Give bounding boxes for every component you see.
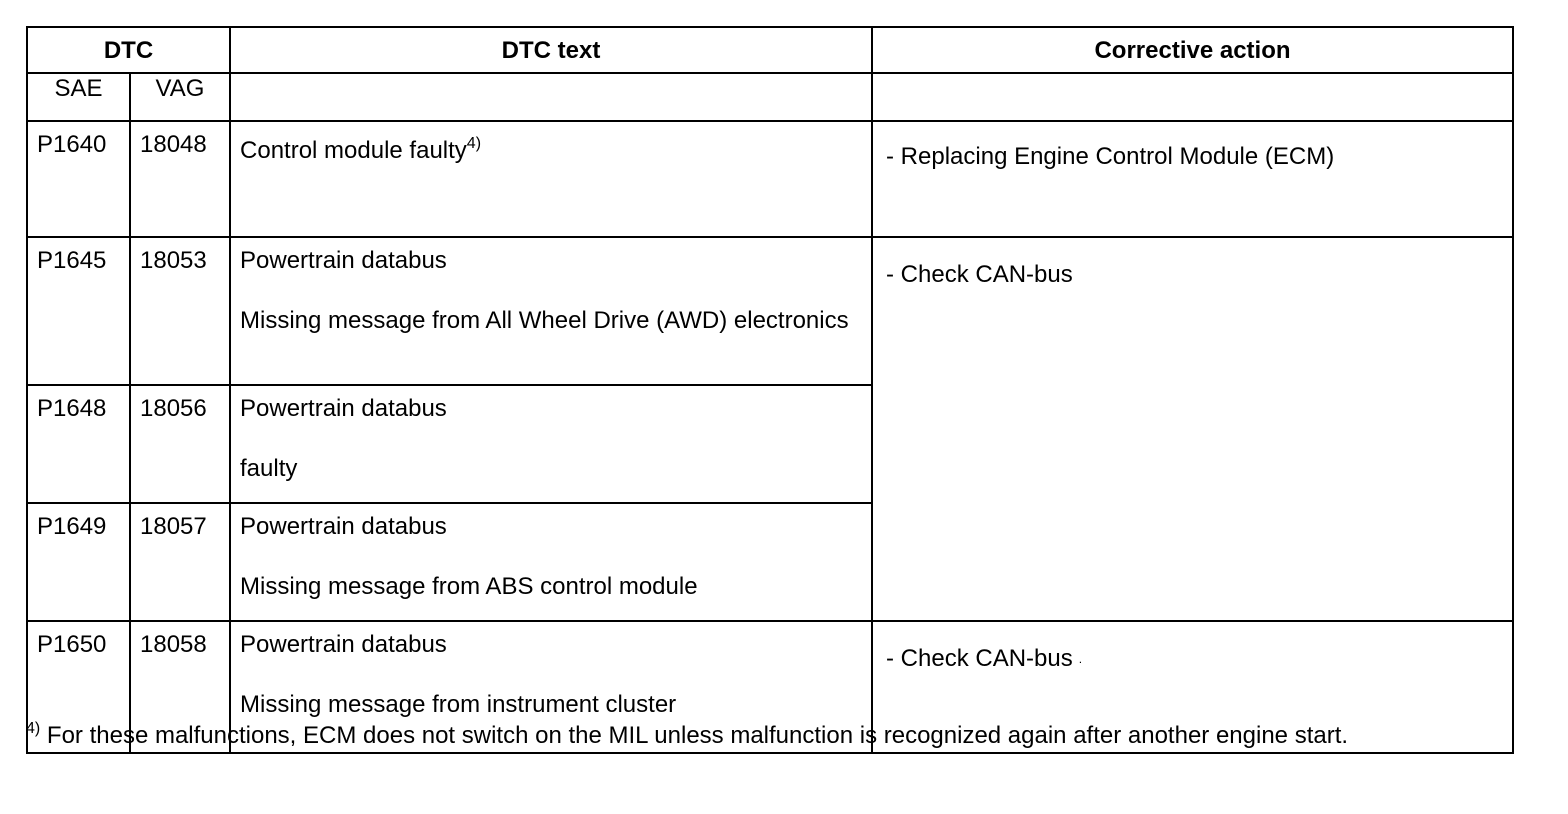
dtc-text-detail: Missing message from instrument cluster <box>240 691 677 718</box>
header-corrective-action: Corrective action <box>871 26 1515 74</box>
subheader-empty-action <box>871 72 1515 122</box>
dtc-text-line: Powertrain databus <box>240 395 447 422</box>
subheader-empty-text <box>229 72 874 122</box>
dtc-text-line: Powertrain databus <box>240 513 447 540</box>
sae-code: P1645 <box>26 236 131 386</box>
corrective-action-cell: - Check CAN-bus. <box>871 620 1515 754</box>
sae-code: P1640 <box>26 120 131 238</box>
sae-code: P1648 <box>26 384 131 504</box>
dtc-text-cell: Powertrain databus Missing message from … <box>229 236 874 386</box>
dtc-text-cell: Powertrain databus Missing message from … <box>229 502 874 622</box>
stray-mark: . <box>1078 652 1083 666</box>
table-header-row: DTC DTC text Corrective action <box>25 26 1515 74</box>
vag-code: 18053 <box>128 236 232 386</box>
vag-code: 18058 <box>128 620 232 754</box>
vag-code: 18057 <box>128 502 232 622</box>
footnote-text: For these malfunctions, ECM does not swi… <box>46 722 1349 749</box>
corrective-action-text: - Check CAN-bus <box>886 645 1073 672</box>
footnote: 4) For these malfunctions, ECM does not … <box>26 720 1349 750</box>
footnote-reference: 4) <box>466 135 482 152</box>
table-row: P1640 18048 Control module faulty4) - Re… <box>26 120 1515 238</box>
dtc-text-line: Control module faulty <box>240 137 467 164</box>
header-dtc: DTC <box>25 26 232 74</box>
dtc-text-detail: faulty <box>240 455 298 482</box>
subheader-vag: VAG <box>128 72 232 122</box>
table-row: P1645 18053 Powertrain databus Missing m… <box>26 236 1515 622</box>
subheader-sae: SAE <box>26 72 131 122</box>
table-subheader-row: SAE VAG <box>26 72 1515 122</box>
dtc-document: DTC DTC text Corrective action SAE VAG P… <box>25 26 1515 754</box>
dtc-text-line: Powertrain databus <box>240 247 447 274</box>
header-dtc-text: DTC text <box>229 26 874 74</box>
dtc-text-line: Powertrain databus <box>240 631 447 658</box>
vag-code: 18056 <box>128 384 232 504</box>
table-row: P1650 18058 Powertrain databus Missing m… <box>26 620 1515 754</box>
sae-code: P1650 <box>26 620 131 754</box>
table-row: P1648 18056 Powertrain databus faulty <box>26 384 1513 504</box>
dtc-text-detail: Missing message from ABS control module <box>240 573 698 600</box>
corrective-action-cell: - Replacing Engine Control Module (ECM) <box>871 120 1515 238</box>
dtc-text-cell: Powertrain databus Missing message from … <box>229 620 874 754</box>
corrective-action-cell: - Check CAN-bus <box>871 236 1515 622</box>
footnote-marker: 4) <box>26 720 41 737</box>
dtc-text-cell: Powertrain databus faulty <box>229 384 874 504</box>
dtc-table: DTC DTC text Corrective action SAE VAG P… <box>25 26 1515 754</box>
sae-code: P1649 <box>26 502 131 622</box>
vag-code: 18048 <box>128 120 232 238</box>
dtc-text-cell: Control module faulty4) <box>229 120 874 238</box>
dtc-text-detail: Missing message from All Wheel Drive (AW… <box>240 307 849 334</box>
table-row: P1649 18057 Powertrain databus Missing m… <box>26 502 1513 622</box>
